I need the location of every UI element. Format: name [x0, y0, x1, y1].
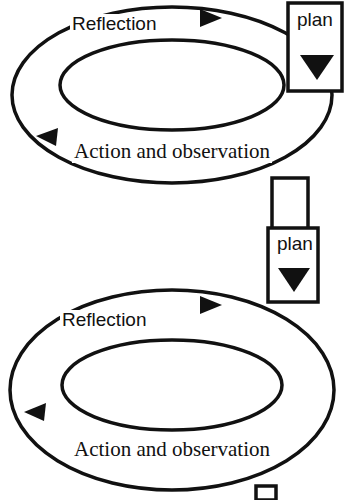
arrowhead — [278, 268, 310, 292]
arrowhead — [36, 128, 58, 146]
plan-strip — [268, 228, 318, 302]
spiral-tail — [256, 486, 276, 500]
connector-strip — [272, 178, 308, 232]
arrowhead — [300, 55, 334, 80]
arrowhead — [200, 9, 222, 27]
spiral-outer-edge — [12, 7, 332, 183]
spiral-label: Action and observation — [72, 140, 272, 163]
spiral-label: plan — [295, 10, 335, 31]
arrowhead — [200, 296, 222, 314]
spiral-inner-edge — [60, 40, 284, 130]
plan-strip — [288, 3, 342, 91]
spiral-label: Reflection — [60, 310, 149, 331]
arrowhead — [24, 403, 46, 421]
spiral-outer-edge — [10, 290, 334, 490]
spiral-label: Action and observation — [72, 438, 272, 461]
spiral-inner-edge — [62, 340, 282, 430]
spiral-label: Reflection — [70, 14, 159, 35]
spiral-label: plan — [275, 234, 315, 255]
